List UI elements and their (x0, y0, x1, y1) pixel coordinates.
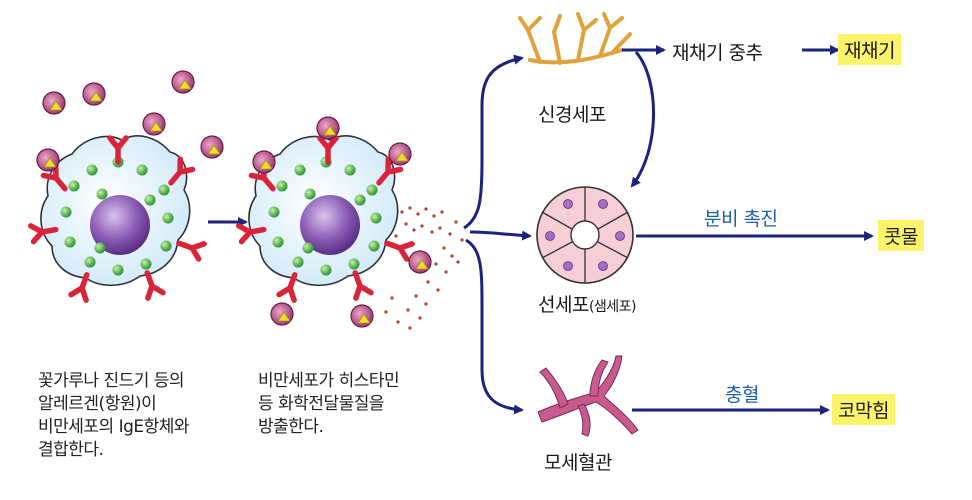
result-sneeze: 재채기 (838, 34, 901, 65)
caption-step2-line: 비만세포가 히스타민 (258, 371, 400, 391)
label-capillary: 모세혈관 (544, 452, 612, 474)
gland-cell-illustration (536, 186, 634, 284)
label-nerve-cell: 신경세포 (538, 104, 606, 126)
caption-step1-line: 꽃가루나 진드기 등의 (38, 371, 185, 391)
label-gland-cell: 선세포(샘세포) (538, 290, 637, 317)
capillary-illustration (537, 355, 639, 437)
caption-step1-line: 결합한다. (38, 440, 104, 460)
caption-step1-line: 비만세포의 IgE항체와 (38, 417, 190, 437)
result-runny-nose: 콧물 (878, 220, 924, 251)
label-secretion: 분비 촉진 (704, 208, 778, 230)
label-gland-cell-note: (샘세포) (588, 299, 637, 315)
caption-step1: 꽃가루나 진드기 등의 알레르겐(항원)이 비만세포의 IgE항체와 결합한다. (38, 370, 190, 462)
nucleus-2 (300, 195, 360, 255)
caption-step2-line: 방출한다. (258, 417, 324, 437)
caption-step2: 비만세포가 히스타민 등 화학전달물질을 방출한다. (258, 370, 400, 439)
histamine-dots (384, 206, 464, 330)
label-gland-cell-main: 선세포 (538, 294, 589, 316)
mast-cell-release (239, 116, 464, 330)
label-sneeze-center: 재채기 중추 (672, 42, 763, 64)
caption-step1-line: 알레르겐(항원)이 (38, 394, 157, 414)
caption-step2-line: 등 화학전달물질을 (258, 394, 385, 414)
result-nasal-blockage: 코막힘 (832, 394, 895, 425)
nucleus (90, 195, 150, 255)
branch-arrows (463, 54, 532, 415)
label-congestion-effect: 충혈 (725, 384, 759, 406)
arrow-nerve-to-gland (630, 51, 655, 188)
mast-cell-binding (31, 70, 224, 300)
nerve-cell-illustration (518, 12, 632, 65)
